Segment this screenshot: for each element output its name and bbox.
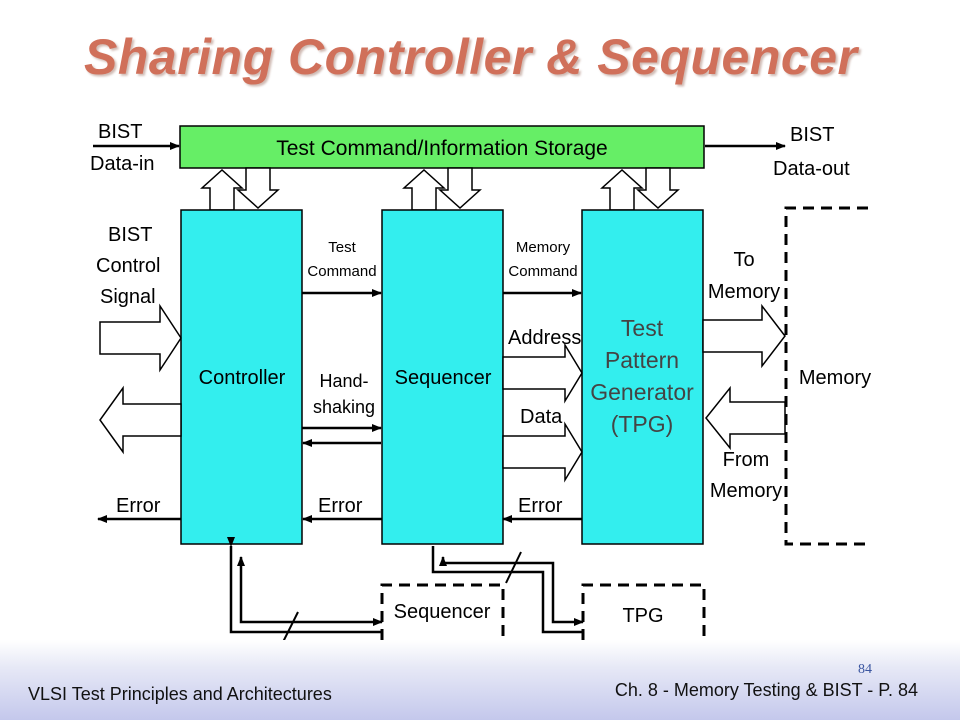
bist-data-out-label-1: BIST (790, 124, 834, 146)
tpg-label-line-4: (TPG) (611, 411, 674, 437)
from-memory-label-1: From (723, 449, 770, 471)
footer-band (0, 640, 960, 720)
memory-command-label-1: Memory (516, 239, 571, 256)
bist-data-in-label-2: Data-in (90, 153, 154, 175)
bist-control-label-1: BIST (108, 224, 152, 246)
to-memory-arrow (702, 303, 786, 369)
handshaking-label-1: Hand- (319, 371, 368, 391)
controller-label: Controller (199, 367, 286, 389)
to-memory-label-1: To (733, 249, 754, 271)
address-label: Address (508, 327, 581, 349)
footer-course-title: VLSI Test Principles and Architectures (28, 684, 332, 704)
storage-controller-arrows (200, 167, 280, 211)
data-label: Data (520, 406, 563, 428)
bist-data-in-label-1: BIST (98, 121, 142, 143)
memory-label: Memory (799, 367, 871, 389)
storage-sequencer-arrows (402, 167, 482, 211)
handshaking-label-2: shaking (313, 397, 375, 417)
from-memory-arrow (705, 385, 786, 451)
slide-title: Sharing Controller & Sequencer (84, 29, 858, 85)
storage-tpg-arrows (600, 167, 680, 211)
tpg-label-line-1: Test (621, 315, 664, 341)
shared-sequencer-block (380, 583, 505, 640)
address-arrow (502, 342, 583, 404)
data-arrow (502, 421, 583, 483)
shared-sequencer-label: Sequencer (394, 601, 491, 623)
bist-control-label-3: Signal (100, 286, 156, 308)
page-number-small: 84 (858, 662, 872, 677)
error-sequencer-label: Error (318, 495, 363, 517)
shared-tpg-block (581, 583, 706, 640)
control-signal-arrow (99, 303, 182, 373)
bist-control-label-2: Control (96, 255, 160, 277)
sequencer-label: Sequencer (395, 367, 492, 389)
storage-label: Test Command/Information Storage (276, 137, 608, 160)
error-tpg-label: Error (518, 495, 563, 517)
to-memory-label-2: Memory (708, 281, 780, 303)
footer-chapter-page: Ch. 8 - Memory Testing & BIST - P. 84 (614, 680, 918, 700)
memory-command-label-2: Command (508, 263, 577, 280)
control-output-arrow (99, 385, 182, 455)
test-command-label-2: Command (307, 263, 376, 280)
test-command-label-1: Test (328, 239, 356, 256)
controller-bus (227, 537, 383, 645)
sequencer-block (381, 209, 504, 545)
tpg-block (581, 209, 704, 545)
tpg-label-line-3: Generator (590, 379, 694, 405)
shared-tpg-label: TPG (622, 605, 663, 627)
sequencer-bus (431, 546, 584, 634)
storage-block (179, 125, 705, 169)
tpg-label: Test Pattern Generator (TPG) (590, 315, 694, 437)
memory-block (784, 206, 868, 546)
bist-data-out-label-2: Data-out (773, 158, 850, 180)
controller-block (180, 209, 303, 545)
tpg-label-line-2: Pattern (605, 347, 679, 373)
error-controller-label: Error (116, 495, 161, 517)
from-memory-label-2: Memory (710, 480, 782, 502)
